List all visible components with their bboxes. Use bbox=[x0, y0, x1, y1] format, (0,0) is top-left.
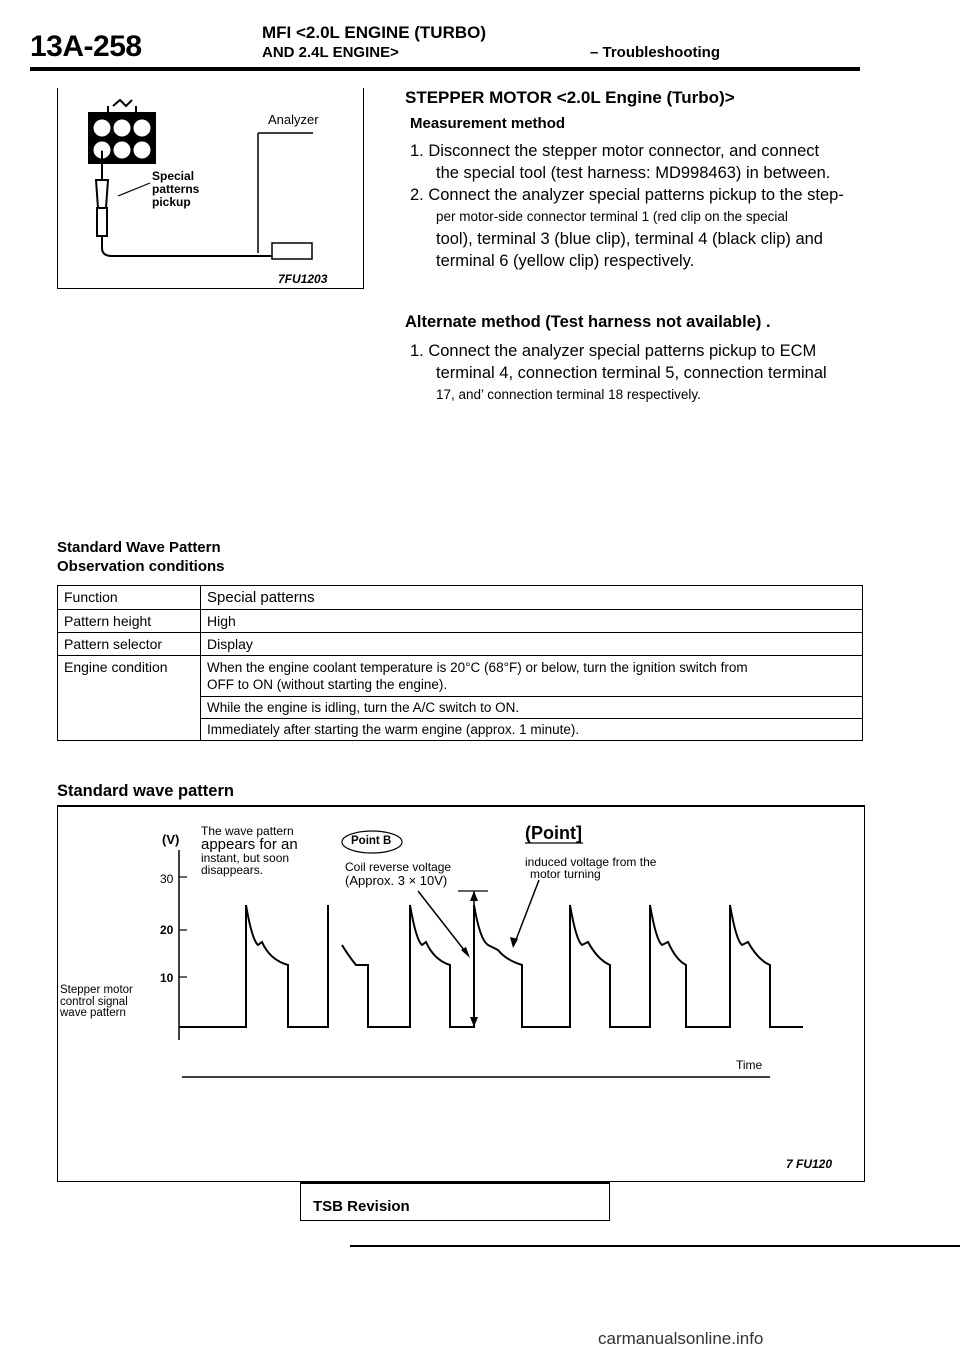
row-label: Pattern selector bbox=[57, 632, 201, 656]
standard-wave-heading: Standard Wave Pattern bbox=[57, 539, 221, 556]
pickup-label-line3: pickup bbox=[152, 195, 191, 209]
header-title-line1: MFI <2.0L ENGINE (TURBO) bbox=[262, 23, 487, 42]
point-heading: (Point] bbox=[525, 823, 582, 843]
page-number: 13A-258 bbox=[30, 30, 142, 63]
row-value: High bbox=[200, 609, 863, 633]
row-value: Display bbox=[200, 632, 863, 656]
point-b-label: Point B bbox=[351, 835, 392, 847]
ylabel-line1: Stepper motor bbox=[60, 984, 133, 996]
step2-line3: tool), terminal 3 (blue clip), terminal … bbox=[436, 230, 823, 248]
row-label: Engine condition bbox=[57, 655, 201, 741]
induced-voltage-label: induced voltage from the motor turning bbox=[525, 856, 656, 880]
pickup-label: Special patterns pickup bbox=[152, 170, 199, 209]
tsb-revision-label: TSB Revision bbox=[313, 1198, 410, 1215]
figure2-code: 7 FU120 bbox=[786, 1157, 833, 1171]
alt1-line1: 1. Connect the analyzer special patterns… bbox=[410, 342, 817, 360]
tsb-revision-box: TSB Revision bbox=[300, 1182, 610, 1221]
section-title: STEPPER MOTOR <2.0L Engine (Turbo)> bbox=[405, 88, 735, 107]
coil-voltage-label: Coil reverse voltage bbox=[345, 860, 452, 874]
step1-line1: 1. Disconnect the stepper motor connecto… bbox=[410, 142, 820, 160]
measurement-steps: 1. Disconnect the stepper motor connecto… bbox=[410, 140, 844, 272]
note-line1: The wave pattern bbox=[201, 824, 294, 838]
pin-1-label: 1 bbox=[98, 120, 105, 132]
alt1-line2: terminal 4, connection terminal 5, conne… bbox=[436, 364, 827, 382]
wave-heading: Standard wave pattern bbox=[57, 782, 234, 800]
footer-rule bbox=[350, 1245, 960, 1247]
step2-line4: terminal 6 (yellow clip) respectively. bbox=[436, 252, 695, 270]
alternate-steps: 1. Connect the analyzer special patterns… bbox=[410, 340, 827, 406]
table-row: While the engine is idling, turn the A/C… bbox=[58, 696, 863, 719]
row-value: When the engine coolant temperature is 2… bbox=[200, 655, 863, 697]
engine-condition-line2: OFF to ON (without starting the engine). bbox=[207, 677, 448, 692]
engine-condition-line1: When the engine coolant temperature is 2… bbox=[207, 660, 748, 675]
pin-4-label: 4 bbox=[98, 142, 105, 154]
ylabel-line2: control signal bbox=[60, 995, 128, 1008]
note-line2: appears for an bbox=[201, 836, 298, 853]
alt1-line3: 17, and’ connection terminal 18 respecti… bbox=[436, 387, 701, 402]
table-row: Pattern selector Display bbox=[57, 632, 863, 656]
connector-diagram bbox=[88, 98, 313, 260]
table-row: Function Special patterns bbox=[57, 585, 863, 610]
tick-30: 30 bbox=[160, 872, 174, 886]
measurement-heading: Measurement method bbox=[410, 115, 566, 132]
tick-20: 20 bbox=[160, 923, 174, 937]
wave-figure: (V) 30 20 10 Stepper motor control signa… bbox=[57, 805, 865, 1182]
wave-diagram bbox=[178, 830, 803, 1078]
note-line4: disappears. bbox=[201, 863, 264, 877]
pin-2-label: 2 bbox=[118, 120, 125, 132]
row-value: Special patterns bbox=[200, 585, 863, 610]
note-line3: instant, but soon bbox=[201, 851, 290, 865]
wave-note: The wave pattern appears for an instant,… bbox=[201, 825, 298, 876]
step2-line2: per motor-side connector terminal 1 (red… bbox=[436, 209, 788, 224]
pickup-label-line1: Special bbox=[152, 169, 195, 183]
step2-line1: 2. Connect the analyzer special patterns… bbox=[410, 186, 844, 204]
analyzer-label: Analyzer bbox=[268, 112, 319, 127]
figure1-code: 7FU1203 bbox=[278, 272, 328, 286]
pickup-label-line2: patterns bbox=[152, 182, 200, 196]
row-value: While the engine is idling, turn the A/C… bbox=[200, 696, 863, 719]
watermark: carmanualsonline.info bbox=[598, 1329, 764, 1348]
y-axis-label: Stepper motor control signal wave patter… bbox=[60, 984, 133, 1020]
observation-headings: Standard Wave Pattern Observation condit… bbox=[57, 538, 225, 576]
pin-5-label: 5 bbox=[118, 142, 125, 154]
row-label: Function bbox=[57, 585, 201, 610]
connector-figure: Analyzer Special patterns pickup 1 2 3 4… bbox=[57, 88, 364, 289]
observation-table: Function Special patterns Pattern height… bbox=[57, 585, 863, 741]
header-rule bbox=[30, 67, 860, 71]
time-label: Time bbox=[736, 1058, 763, 1072]
ylabel-line3: wave pattern bbox=[60, 1007, 126, 1019]
tick-10: 10 bbox=[160, 971, 174, 985]
pin-6-label: 6 bbox=[138, 142, 145, 154]
unit-label: (V) bbox=[162, 832, 180, 847]
row-label: Pattern height bbox=[57, 609, 201, 633]
coil-voltage-value: (Approx. 3 × 10V) bbox=[345, 873, 448, 888]
row-value: Immediately after starting the warm engi… bbox=[200, 718, 863, 741]
header-title-line2: AND 2.4L ENGINE> bbox=[262, 44, 399, 61]
alternate-heading: Alternate method (Test harness not avail… bbox=[405, 313, 771, 331]
table-row: Pattern height High bbox=[57, 609, 863, 633]
step1-line2: the special tool (test harness: MD998463… bbox=[436, 164, 831, 182]
observation-conditions-heading: Observation conditions bbox=[57, 558, 225, 575]
header-section: – Troubleshooting bbox=[590, 44, 720, 61]
pin-3-label: 3 bbox=[138, 120, 145, 132]
induced-line1: induced voltage from the bbox=[525, 855, 657, 869]
induced-line2: motor turning bbox=[530, 867, 601, 881]
table-row: Immediately after starting the warm engi… bbox=[58, 718, 863, 741]
table-row: Engine condition When the engine coolant… bbox=[57, 655, 863, 741]
